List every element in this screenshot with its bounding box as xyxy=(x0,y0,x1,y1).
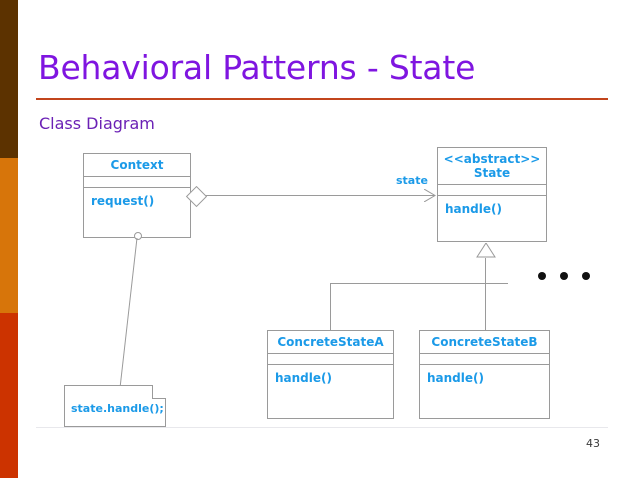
uml-class-state-stereotype: <<abstract>> xyxy=(443,152,541,166)
ellipsis-dot xyxy=(582,272,590,280)
generalization-branch-concrete-state-a xyxy=(330,283,331,330)
sidebar-band-bottom xyxy=(0,313,18,478)
uml-class-concrete-state-b-name: ConcreteStateB xyxy=(420,331,549,354)
note-shape xyxy=(64,385,166,427)
page-title: Behavioral Patterns - State xyxy=(38,48,476,87)
association-label-state: state xyxy=(396,174,428,187)
uml-class-context: Context request() xyxy=(83,153,191,238)
generalization-branch-concrete-state-b xyxy=(485,283,486,330)
note-text: state.handle(); xyxy=(71,402,164,415)
uml-class-concrete-state-a-name: ConcreteStateA xyxy=(268,331,393,354)
generalization-triangle-icon xyxy=(476,243,496,258)
uml-class-concrete-state-a-operations: handle() xyxy=(275,371,332,385)
note-anchor-socket-icon xyxy=(134,232,142,240)
note-fold-corner-icon xyxy=(152,385,166,399)
uml-class-concrete-state-b-operations: handle() xyxy=(427,371,484,385)
page-subtitle: Class Diagram xyxy=(39,114,155,133)
uml-class-concrete-state-a: ConcreteStateA handle() xyxy=(267,330,394,419)
generalization-crossbar xyxy=(330,283,508,284)
uml-class-context-operations: request() xyxy=(91,194,155,208)
sidebar-band-middle xyxy=(0,158,18,313)
uml-class-state-operations: handle() xyxy=(445,202,502,216)
uml-class-state-name: <<abstract>> State xyxy=(438,148,546,185)
page-number: 43 xyxy=(586,437,600,450)
association-line-context-state xyxy=(200,195,435,196)
uml-class-state-attributes xyxy=(438,185,546,196)
uml-class-concrete-state-a-attributes xyxy=(268,354,393,365)
ellipsis-more-subclasses xyxy=(538,272,590,280)
note-connector-line xyxy=(119,237,138,389)
ellipsis-dot xyxy=(560,272,568,280)
sidebar-band-top xyxy=(0,0,18,158)
uml-class-state: <<abstract>> State handle() xyxy=(437,147,547,242)
uml-class-concrete-state-b: ConcreteStateB handle() xyxy=(419,330,550,419)
title-divider xyxy=(36,98,608,100)
ellipsis-dot xyxy=(538,272,546,280)
uml-note: state.handle(); xyxy=(64,385,166,427)
uml-class-context-attributes xyxy=(84,177,190,188)
uml-class-state-label: State xyxy=(473,166,511,180)
uml-class-context-name: Context xyxy=(84,154,190,177)
association-arrowhead-icon xyxy=(424,189,436,202)
uml-class-concrete-state-b-attributes xyxy=(420,354,549,365)
footer-divider xyxy=(36,427,608,428)
generalization-stem xyxy=(485,258,486,284)
